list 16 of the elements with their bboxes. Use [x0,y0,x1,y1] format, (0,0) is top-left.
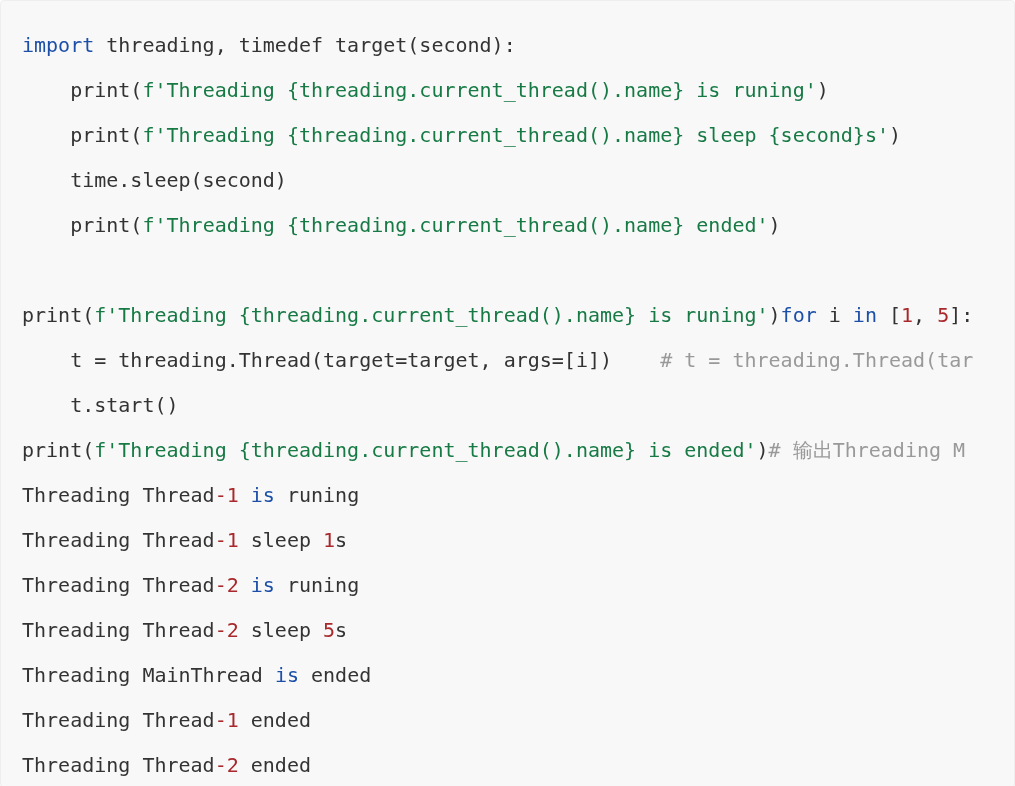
code-line: time.sleep(second) [69,167,287,194]
code-line: print(f'Threading {threading.current_thread().name} sleep {second}s') [69,122,901,149]
code-line: print(f'Threading {threading.current_thread().name} is runing')for i in [1, 5]: [22,302,974,329]
code-line: Threading Thread-2 is runing [22,572,360,599]
code-line: Threading Thread-1 ended [22,707,311,734]
code-line: Threading Thread-2 ended [22,752,311,779]
code-line: Threading Thread-1 sleep 1s [22,527,348,554]
code-line: Threading MainThread is ended [22,662,372,689]
code-line: Threading Thread-1 is runing [22,482,360,509]
code-line: Threading Thread-2 sleep 5s [22,617,348,644]
code-line: t.start() [69,392,179,419]
code-line: print(f'Threading {threading.current_thread().name} is ended')# 输出Threading M [22,437,966,464]
code-line: print(f'Threading {threading.current_thread().name} is runing') [69,77,829,104]
code-line: print(f'Threading {threading.current_thread().name} ended') [69,212,781,239]
code-line: t = threading.Thread(target=target, args=[i]) # t = threading.Thread(tar [69,347,974,374]
code-line: import threading, timedef target(second): [22,32,516,59]
